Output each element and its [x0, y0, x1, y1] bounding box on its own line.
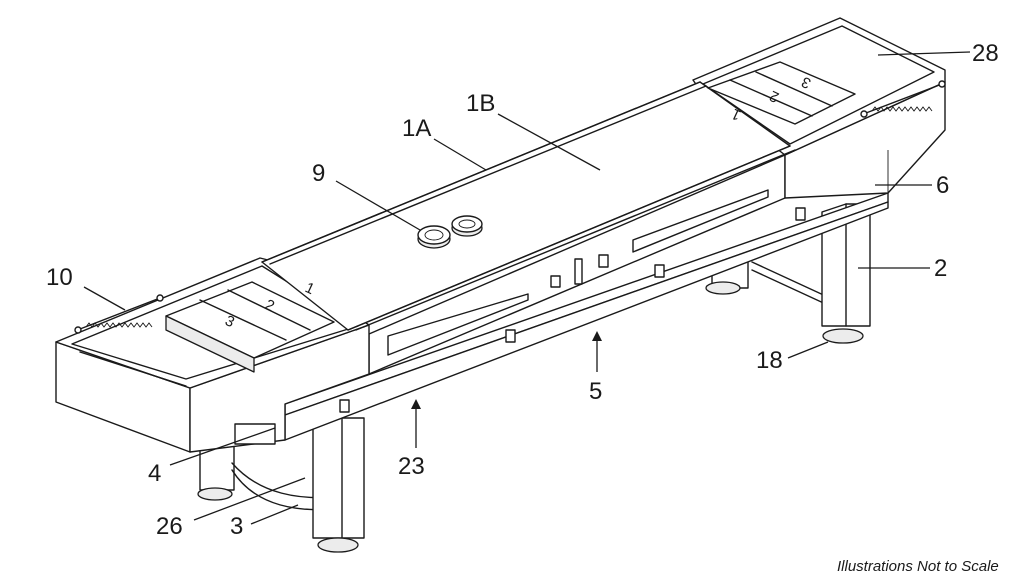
- footer-note: Illustrations Not to Scale: [837, 558, 999, 575]
- climatic-adjuster-right: [860, 80, 946, 118]
- callout-1A: 1A: [402, 115, 431, 142]
- leg-front-left: [312, 417, 365, 553]
- puck-1: [417, 225, 451, 249]
- callout-3: 3: [230, 513, 243, 540]
- callout-28: 28: [972, 40, 999, 67]
- callout-5: 5: [589, 378, 602, 405]
- callout-leaders: [83, 51, 971, 525]
- callout-2: 2: [934, 255, 947, 282]
- climatic-adjuster-left: [74, 294, 164, 334]
- scoring-zone-left: 1 2 3: [165, 279, 335, 373]
- callout-10: 10: [46, 264, 73, 291]
- playfield-surface: [261, 81, 796, 331]
- puck-2: [451, 215, 483, 237]
- callout-4: 4: [148, 460, 161, 487]
- arrowhead-5: [592, 331, 602, 341]
- arrowhead-23: [411, 399, 421, 409]
- callout-18: 18: [756, 347, 783, 374]
- scoring-zone-right: 1 2 3: [707, 61, 856, 125]
- callout-labels: 28 1B 1A 9 6 10 2 5 18 23 4 26 3: [46, 40, 999, 540]
- callout-23: 23: [398, 453, 425, 480]
- leg-front-right: [821, 203, 871, 344]
- callout-6: 6: [936, 172, 949, 199]
- cabinet-slots-and-vents: [339, 189, 806, 413]
- callout-26: 26: [156, 513, 183, 540]
- callout-9: 9: [312, 160, 325, 187]
- callout-1B: 1B: [466, 90, 495, 117]
